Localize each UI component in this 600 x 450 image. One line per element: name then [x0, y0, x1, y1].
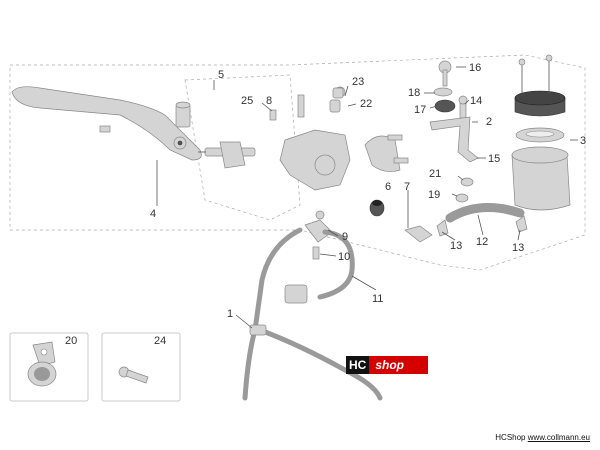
leader-line — [261, 102, 273, 112]
footer-credit: HCShop www.collmann.eu — [495, 433, 590, 442]
part-number-22: 22 — [360, 98, 372, 110]
hose-short — [317, 229, 355, 300]
part-number-5: 5 — [218, 69, 224, 81]
footer-brand: HCShop — [495, 433, 526, 442]
part-number-17: 17 — [414, 104, 426, 116]
part-number-14: 14 — [470, 95, 482, 107]
pivot-bushing — [175, 101, 191, 128]
leader-line — [457, 175, 464, 181]
reservoir-hose — [445, 203, 525, 223]
part-number-13-right: 13 — [512, 242, 524, 254]
part-number-3: 3 — [580, 135, 586, 147]
leader-line — [517, 229, 521, 241]
reservoir-bracket — [429, 116, 479, 163]
part-number-7: 7 — [404, 181, 410, 193]
leader-line — [351, 275, 377, 291]
main-brake-hose — [242, 227, 303, 401]
leader-line — [477, 214, 484, 236]
hose-branch — [257, 327, 383, 401]
inset-box-24 — [101, 332, 181, 402]
part-number-8: 8 — [266, 95, 272, 107]
leader-line — [327, 229, 339, 237]
reservoir-cap — [514, 54, 566, 117]
inset-box-20 — [9, 332, 89, 402]
leader-line — [464, 99, 470, 105]
rubber-cap — [369, 199, 385, 217]
leader-line — [451, 193, 458, 197]
logo-hc-text: HC — [346, 356, 370, 374]
lever-screw — [99, 125, 111, 133]
part-number-23: 23 — [352, 76, 364, 88]
part-number-18: 18 — [408, 87, 420, 99]
reservoir-screw — [438, 60, 452, 87]
part-number-9: 9 — [342, 231, 348, 243]
leader-line — [319, 253, 337, 257]
bleeder-cap — [27, 341, 57, 387]
lock-washer — [455, 193, 469, 203]
assembly-outline — [9, 54, 586, 271]
handlebar-clamp — [364, 134, 409, 172]
rubber-seal — [434, 99, 456, 113]
nut — [460, 177, 474, 187]
leader-line — [235, 314, 253, 329]
elbow-fitting — [404, 225, 433, 243]
part-number-20: 20 — [65, 335, 77, 347]
hc-shop-logo: HC shop — [346, 356, 428, 374]
hose-splitter — [249, 324, 267, 336]
washer — [433, 87, 453, 97]
banjo-fitting — [304, 210, 333, 260]
part-number-12: 12 — [476, 236, 488, 248]
hose-clip-left — [436, 219, 449, 237]
cap-screw — [332, 87, 344, 99]
part-number-1: 1 — [227, 308, 233, 320]
logo-shop-text: shop — [369, 356, 428, 374]
part-number-2: 2 — [486, 116, 492, 128]
switch-screw — [269, 109, 277, 121]
part-number-25: 25 — [241, 95, 253, 107]
part-number-15: 15 — [488, 153, 500, 165]
footer-site-link[interactable]: www.collmann.eu — [527, 433, 590, 442]
leader-line — [429, 105, 438, 109]
part-number-24: 24 — [154, 335, 166, 347]
bracket-screw — [458, 95, 468, 119]
leader-line — [344, 85, 349, 97]
part-number-16: 16 — [469, 62, 481, 74]
master-cylinder-body — [279, 86, 351, 191]
leader-line — [347, 103, 357, 107]
adjuster-push-rod — [198, 141, 256, 169]
lever-group-outline — [184, 74, 301, 221]
part-number-6: 6 — [385, 181, 391, 193]
bleeder-screw — [118, 366, 149, 384]
fluid-reservoir — [511, 146, 571, 211]
part-number-11: 11 — [372, 293, 383, 305]
brake-lever — [11, 86, 202, 161]
hose-connector — [284, 284, 308, 304]
leader-line — [441, 231, 456, 241]
part-number-4: 4 — [150, 208, 156, 220]
part-number-21: 21 — [429, 168, 441, 180]
part-number-19: 19 — [428, 189, 440, 201]
part-number-13-left: 13 — [450, 240, 462, 252]
part-number-10: 10 — [338, 251, 350, 263]
hose-clip-right — [515, 215, 528, 233]
reservoir-diaphragm — [515, 127, 565, 143]
